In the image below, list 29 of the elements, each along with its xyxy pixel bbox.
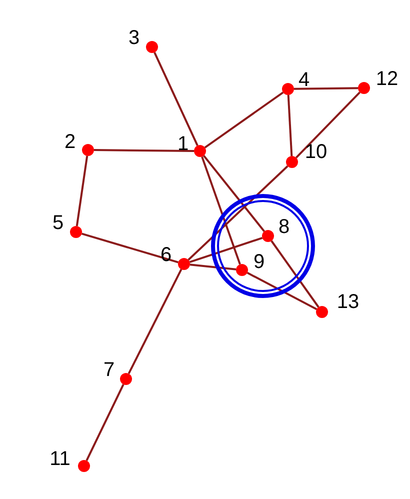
node-label: 11: [50, 449, 70, 469]
edge-line: [189, 236, 263, 264]
node-label: 9: [253, 252, 265, 272]
edge-line: [188, 165, 288, 261]
edge-line: [202, 155, 266, 232]
edge-line: [270, 240, 320, 308]
edge-line: [190, 264, 236, 270]
node-label: 5: [52, 213, 64, 233]
node-label: 4: [298, 70, 310, 90]
edge-line: [86, 384, 124, 462]
edge-line: [81, 232, 179, 264]
edge-line: [154, 52, 198, 146]
edge-line: [295, 92, 361, 158]
node-label: 10: [304, 142, 328, 162]
edge-line: [94, 149, 194, 152]
edge-line: [76, 156, 88, 226]
node-label: 1: [177, 134, 189, 154]
node-label: 12: [376, 69, 398, 89]
node-label: 7: [103, 360, 115, 380]
node-label: 13: [336, 292, 360, 312]
edge-line: [294, 87, 358, 90]
edge-line: [128, 268, 182, 374]
edge-line: [204, 92, 284, 148]
node-label: 8: [278, 217, 290, 237]
node-label: 3: [128, 28, 140, 48]
node-label: 2: [64, 132, 76, 152]
edge-line: [287, 94, 293, 156]
edge-line: [246, 272, 318, 310]
edge-line: [201, 156, 241, 265]
